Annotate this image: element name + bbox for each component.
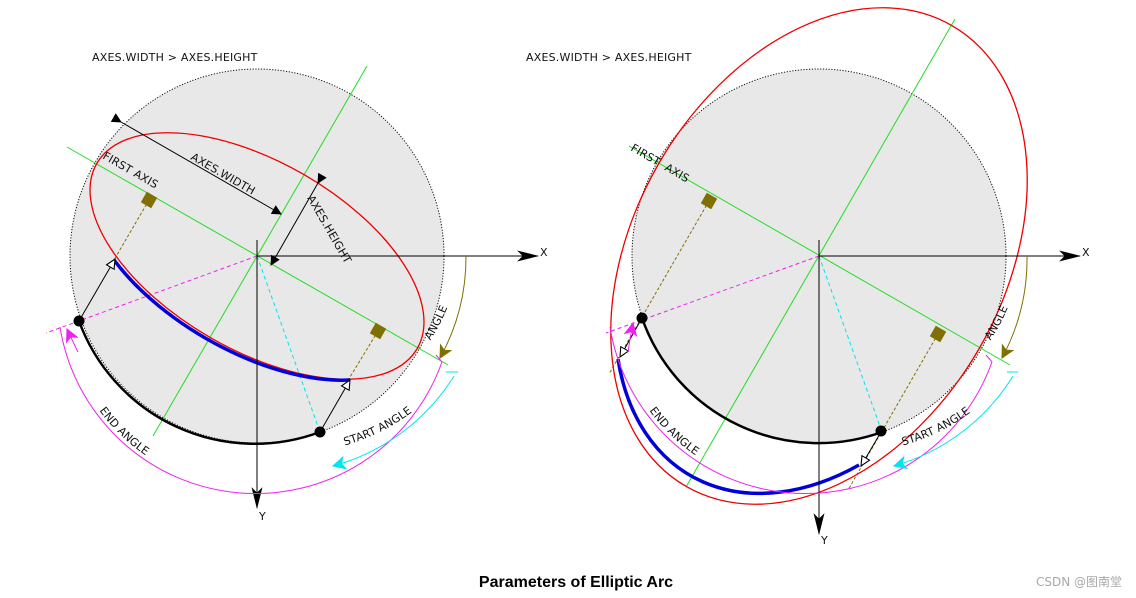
end-point: [73, 315, 85, 327]
unit-circle-arc: [640, 317, 883, 445]
right-panel: AXES.WIDTH > AXES.HEIGHT X Y FIRST AXIS …: [526, 7, 1090, 547]
right-angle-marker: [700, 192, 718, 210]
panel-heading: AXES.WIDTH > AXES.HEIGHT: [526, 51, 692, 64]
axes-height-dimension: [270, 172, 327, 266]
x-axis-label: X: [1082, 246, 1090, 259]
angle-arc: [439, 255, 467, 360]
end-angle-tick: [985, 354, 993, 363]
end-angle-arrow: [623, 321, 638, 353]
end-angle-arrow: [66, 327, 79, 353]
projection-arrow: [861, 431, 882, 466]
left-panel: AXES.WIDTH > AXES.HEIGHT X Y FIRST AXIS: [45, 51, 548, 523]
x-axis-label: X: [540, 246, 548, 259]
end-angle-label: END ANGLE: [647, 404, 702, 458]
end-point: [636, 312, 648, 324]
right-angle-marker: [929, 325, 947, 343]
angle-arc: [1001, 255, 1028, 360]
panel-heading: AXES.WIDTH > AXES.HEIGHT: [92, 51, 258, 64]
start-angle-ray: [818, 255, 883, 433]
start-point: [314, 426, 326, 438]
unit-circle-arc: [77, 320, 321, 446]
elliptic-arc: [112, 258, 351, 382]
ellipse: [610, 7, 1028, 505]
y-axis-label: Y: [258, 510, 266, 523]
end-angle-arc: [609, 326, 993, 495]
figure-caption: Parameters of Elliptic Arc: [479, 574, 673, 591]
second-axis-line: [152, 65, 368, 437]
projection-arrow: [78, 259, 115, 322]
y-axis-label: Y: [820, 534, 828, 547]
first-axis-projection: [608, 200, 710, 375]
right-angle-marker: [369, 322, 387, 340]
elliptic-arc: [616, 358, 860, 496]
end-angle-tick: [435, 354, 443, 363]
watermark: CSDN @图南堂: [1036, 574, 1122, 589]
end-angle-ray: [605, 255, 820, 334]
second-axis-line: [685, 18, 956, 488]
start-point: [875, 425, 887, 437]
projection-arrow: [620, 317, 643, 357]
projection-arrow: [319, 380, 350, 433]
axes-width-dimension: [110, 113, 282, 215]
end-angle-arc: [59, 326, 443, 495]
start-angle-arc: [331, 375, 455, 470]
start-angle-ray: [256, 255, 321, 433]
start-angle-arc: [892, 375, 1014, 470]
end-angle-label: END ANGLE: [97, 404, 152, 458]
